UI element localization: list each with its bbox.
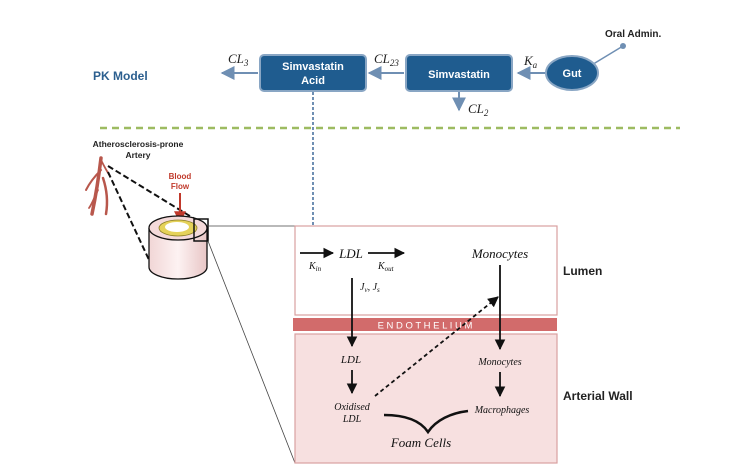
oral-admin-line: [589, 45, 624, 67]
simvastatin-compartment: Simvastatin: [405, 54, 513, 92]
jv-js-label: Jv, Js: [360, 282, 380, 294]
artery-title-line1: Atherosclerosis-prone: [93, 139, 184, 149]
zoom-line-bottom: [107, 171, 151, 263]
recruitment-dashed-arrow: [374, 296, 499, 397]
ka-label: Ka: [523, 53, 538, 70]
cl23-label: CL23: [374, 51, 399, 68]
arterial-wall-label: Arterial Wall: [563, 389, 633, 403]
lumen-monocytes-label: Monocytes: [471, 246, 528, 261]
kin-label: Kin: [308, 261, 322, 273]
blood-flow-line1: Blood: [169, 172, 192, 181]
lumen-region: [294, 225, 558, 316]
wall-monocytes-label: Monocytes: [477, 357, 521, 368]
cl3-label: CL3: [228, 51, 249, 68]
pk-model-label: PK Model: [93, 69, 148, 83]
cl2-label: CL2: [468, 101, 489, 118]
oxidised-ldl-line2: LDL: [342, 414, 362, 425]
simvastatin-acid-compartment: Simvastatin Acid: [259, 54, 367, 92]
artery-illustration: [85, 156, 111, 216]
artery-title-line2: Artery: [125, 150, 150, 160]
foam-cells-brace: [383, 409, 469, 435]
lumen-label: Lumen: [563, 264, 602, 278]
gut-compartment: Gut: [545, 55, 599, 91]
endothelium-label: E N D O T H E L I U M: [378, 321, 473, 332]
kout-label: Kout: [377, 261, 395, 273]
artery-cross-section: [148, 215, 208, 280]
macrophages-label: Macrophages: [474, 405, 530, 416]
lumen-ldl-label: LDL: [338, 246, 363, 261]
simvastatin-label: Simvastatin: [428, 69, 490, 81]
acid-label-line2: Acid: [301, 75, 325, 87]
blood-flow-line2: Flow: [171, 182, 190, 191]
acid-label-line1: Simvastatin: [282, 61, 344, 73]
gut-label: Gut: [563, 68, 582, 80]
foam-cells-label: Foam Cells: [390, 435, 451, 450]
zoom-box: [193, 218, 209, 242]
oxidised-ldl-line1: Oxidised: [334, 402, 371, 413]
panel-zoom-line-bottom: [207, 240, 296, 464]
endothelium-band: [293, 318, 557, 331]
wall-ldl-label: LDL: [340, 354, 361, 366]
oral-admin-dot: [620, 43, 626, 49]
oral-admin-label: Oral Admin.: [605, 29, 662, 40]
